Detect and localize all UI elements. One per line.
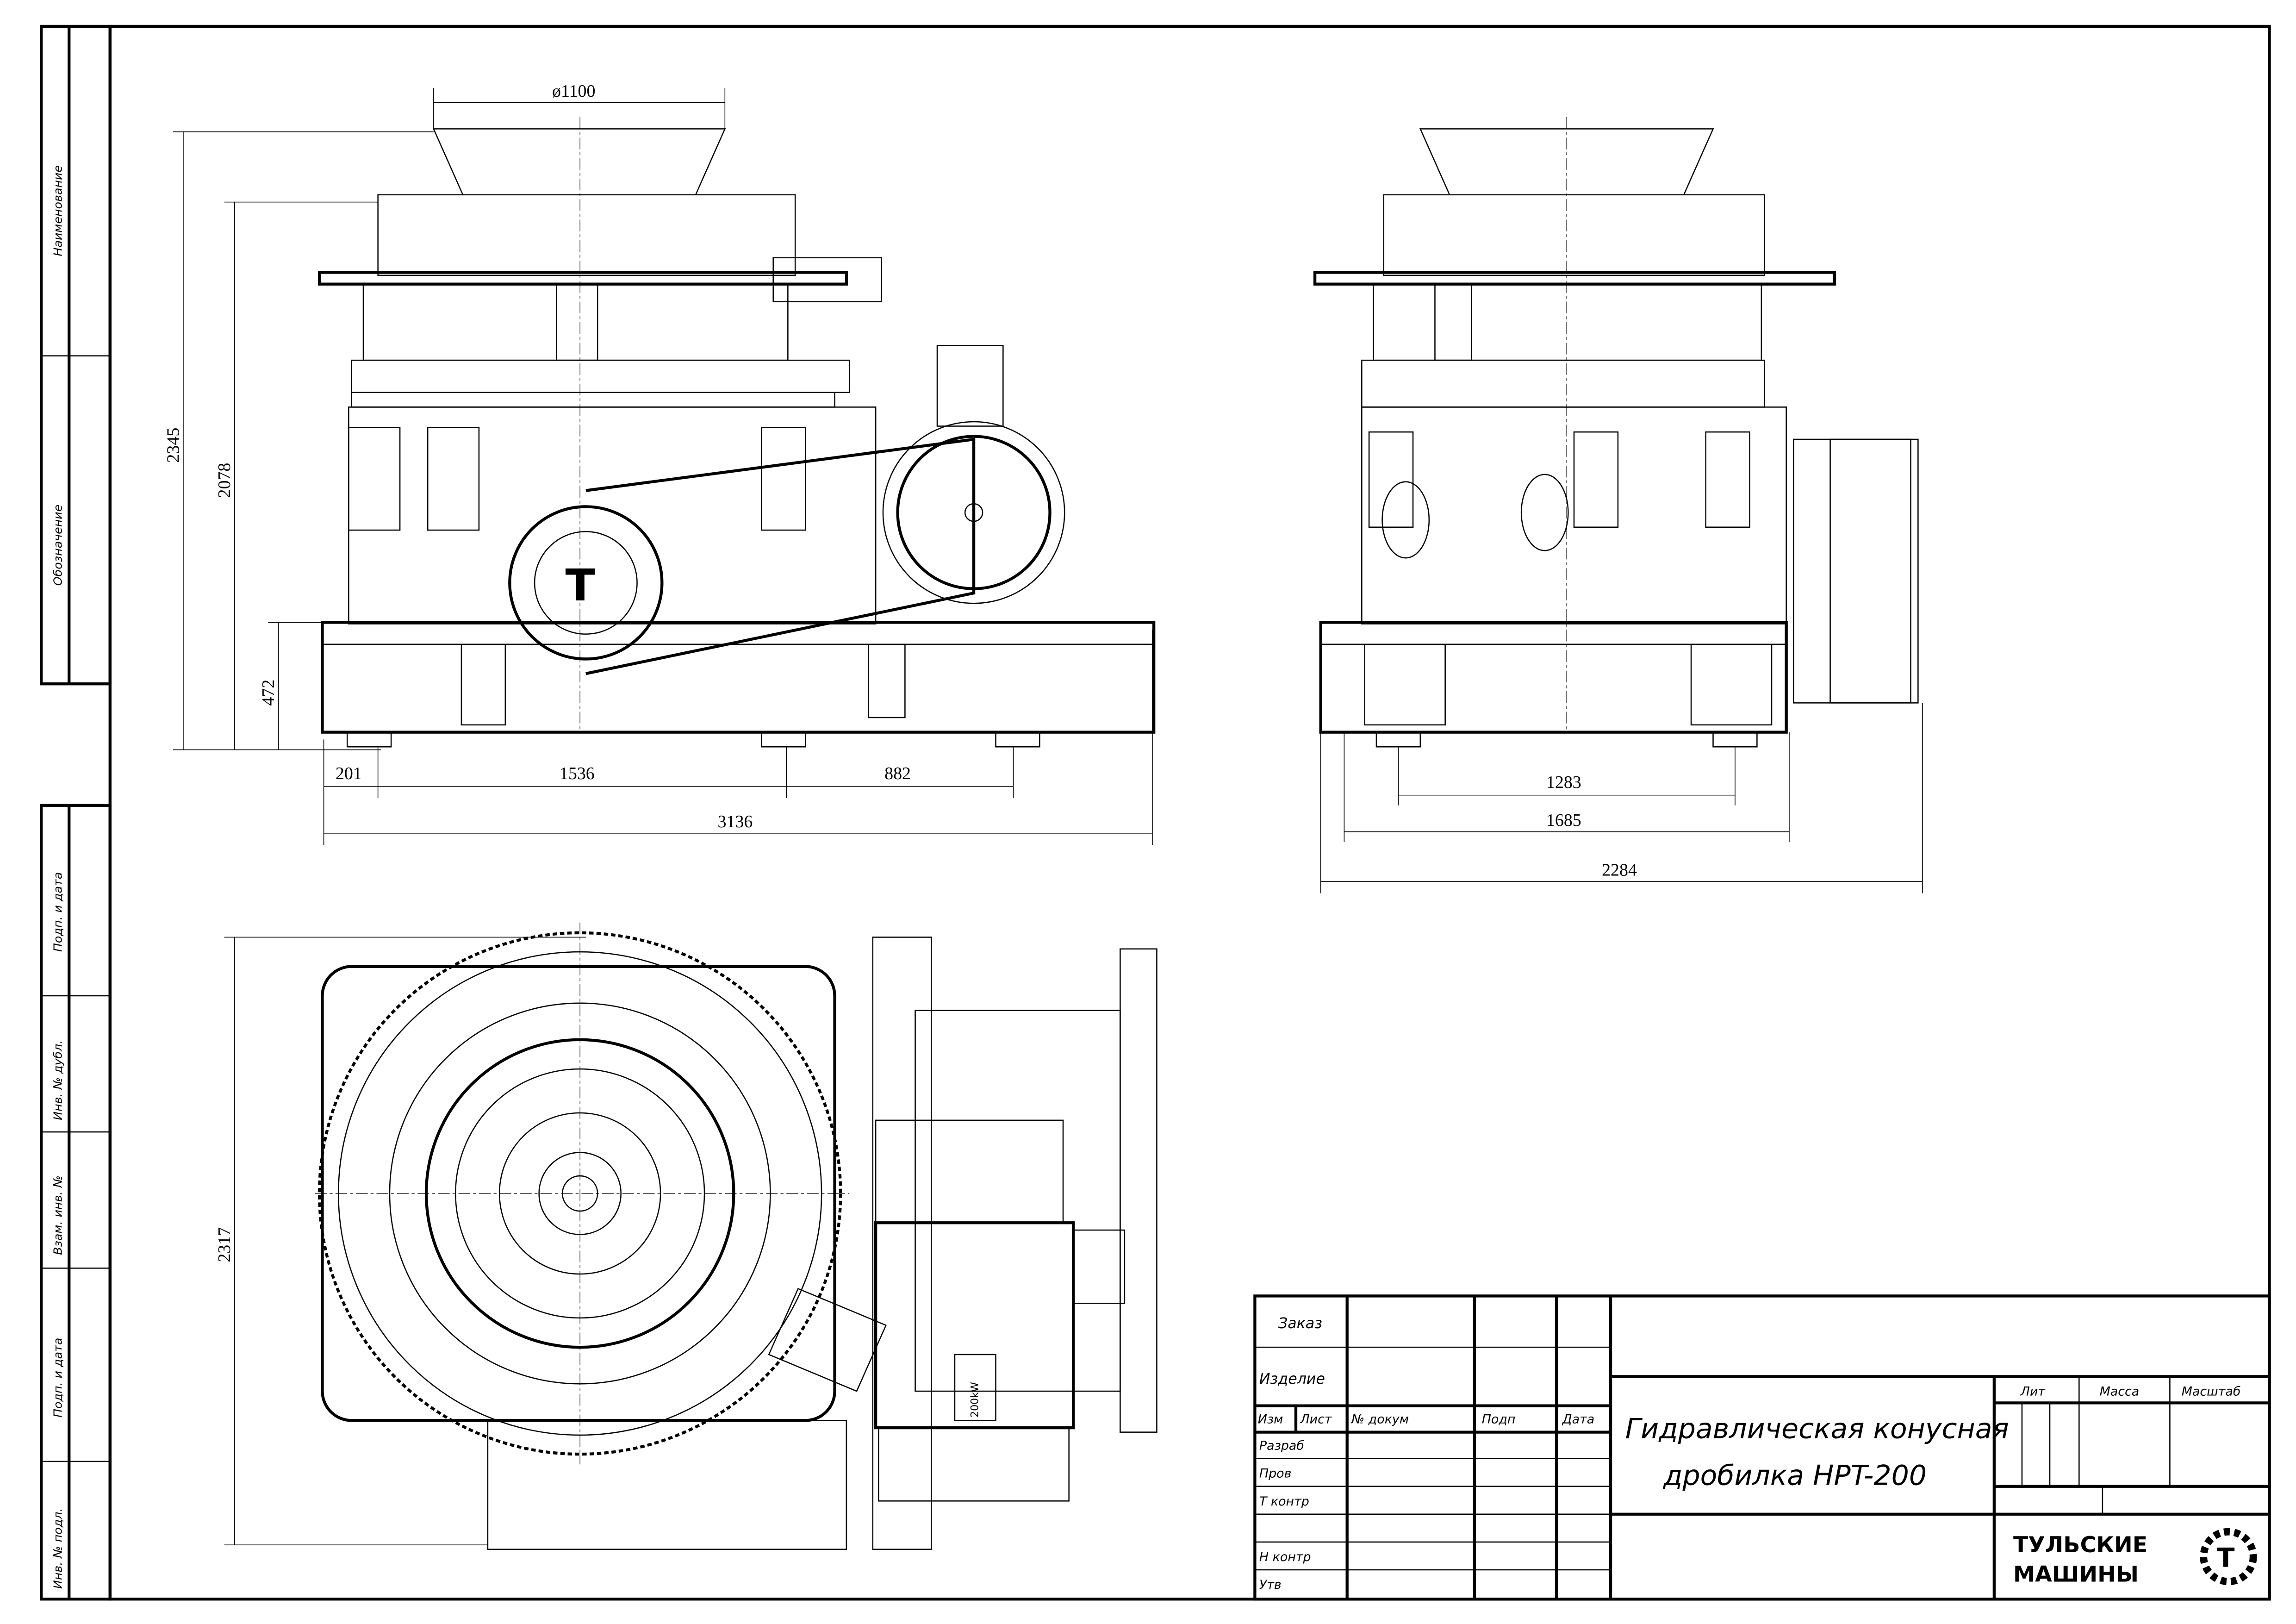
- front-view: T: [317, 117, 1156, 748]
- company-name-line1: ТУЛЬСКИЕ: [2013, 1532, 2147, 1558]
- title-block: Заказ Изделие Изм Лист № докум Подп Дата…: [1253, 1294, 2271, 1601]
- side-view: [1313, 117, 1919, 748]
- side-label: Подп. и дата: [51, 872, 64, 952]
- mass-label: Масса: [2100, 1385, 2140, 1399]
- dim-d3: 882: [884, 764, 911, 783]
- motor-label: 200kW: [969, 1382, 981, 1418]
- side-label: Взам. инв. №: [51, 1175, 64, 1255]
- dim-height-base: 472: [259, 680, 278, 706]
- header-doc: № докум: [1350, 1412, 1409, 1427]
- order-label: Заказ: [1278, 1315, 1322, 1332]
- product-label: Изделие: [1259, 1371, 1325, 1387]
- scale-label: Масштаб: [2182, 1385, 2241, 1399]
- drawing-title-line1: Гидравлическая конусная: [1625, 1412, 2009, 1445]
- logo-t-icon: T: [2217, 1543, 2235, 1574]
- company-name-line2: МАШИНЫ: [2013, 1562, 2139, 1587]
- dimensions: ø1100 2345 2078 472 201 1536 882 3136 12…: [163, 81, 1923, 1545]
- dim-height-total: 2345: [163, 428, 183, 463]
- dim-plan-depth: 2317: [215, 1227, 234, 1262]
- role-tech-control: Т контр: [1259, 1494, 1309, 1509]
- role-approved: Утв: [1259, 1578, 1282, 1592]
- dim-height-2: 2078: [215, 463, 234, 498]
- dim-d2: 1536: [560, 764, 595, 783]
- header-sign: Подп: [1482, 1412, 1516, 1427]
- side-label: Подп. и дата: [51, 1338, 64, 1418]
- dim-diameter: ø1100: [552, 81, 595, 101]
- dim-d1: 201: [336, 764, 362, 783]
- side-label: Наименование: [51, 165, 64, 256]
- side-label: Инв. № дубл.: [51, 1040, 64, 1120]
- header-izm: Изм: [1258, 1412, 1283, 1427]
- dim-side-d2: 1685: [1546, 811, 1581, 830]
- dim-length: 3136: [718, 812, 753, 831]
- drawing-frame: [108, 25, 2271, 1601]
- company-logo: ТУЛЬСКИЕ МАШИНЫ T: [2013, 1528, 2257, 1587]
- dim-side-d1: 1283: [1546, 773, 1581, 792]
- side-strip: Наименование Обозначение Подп. и дата Ин…: [39, 25, 112, 1601]
- gear-icon: [2200, 1528, 2257, 1586]
- side-label: Инв. № подл.: [51, 1508, 64, 1589]
- header-list: Лист: [1300, 1412, 1332, 1427]
- role-checker: Пров: [1259, 1467, 1292, 1481]
- drawing-title-line2: дробилка HPT-200: [1663, 1459, 1927, 1492]
- role-norm-control: Н контр: [1259, 1550, 1311, 1564]
- side-label: Обозначение: [51, 505, 64, 586]
- header-date: Дата: [1562, 1412, 1595, 1427]
- plan-view: 200kW: [315, 922, 1157, 1550]
- dim-side-width: 2284: [1602, 861, 1637, 880]
- logo-mark: T: [566, 560, 596, 611]
- role-developer: Разраб: [1259, 1439, 1304, 1453]
- lit-label: Лит: [2020, 1385, 2046, 1399]
